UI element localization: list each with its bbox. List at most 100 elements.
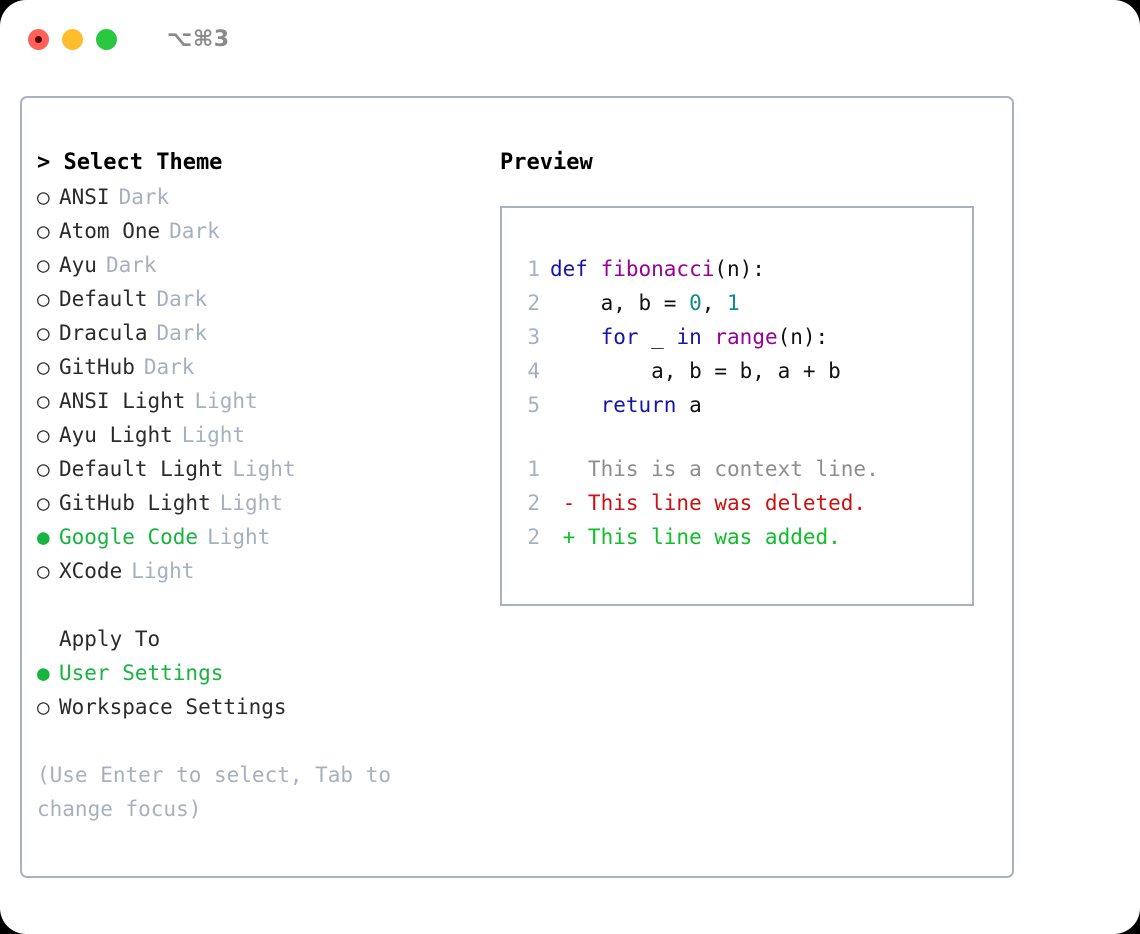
- token-pl: ,: [701, 291, 728, 315]
- window-controls: [28, 28, 117, 50]
- code-line: 4 a, b = b, a + b: [514, 354, 964, 388]
- code-text: def fibonacci(n):: [550, 252, 765, 286]
- token-fn: fibonacci: [600, 257, 715, 281]
- theme-option-label: Dracula: [59, 321, 148, 345]
- theme-option-ansi-light[interactable]: ○ ANSI Light Light: [37, 384, 497, 418]
- code-text: a, b = 0, 1: [550, 286, 740, 320]
- theme-option-atom-one[interactable]: ○ Atom One Dark: [37, 214, 497, 248]
- token-num: 0: [689, 291, 702, 315]
- code-line: 5 return a: [514, 388, 964, 422]
- line-number: 4: [527, 359, 540, 383]
- radio-unselected-icon: ○: [37, 219, 50, 243]
- theme-option-label: Ayu: [59, 253, 97, 277]
- list-spacer: [37, 588, 497, 622]
- theme-option-dracula[interactable]: ○ Dracula Dark: [37, 316, 497, 350]
- radio-unselected-icon: ○: [37, 253, 50, 277]
- radio-unselected-icon: ○: [37, 423, 50, 447]
- radio-unselected-icon: ○: [37, 321, 50, 345]
- theme-variant-badge: Light: [219, 491, 283, 515]
- radio-unselected-icon: ○: [37, 559, 50, 583]
- theme-option-default-light[interactable]: ○ Default Light Light: [37, 452, 497, 486]
- keyboard-hint: (Use Enter to select, Tab to change focu…: [37, 763, 392, 821]
- theme-option-github-light[interactable]: ○ GitHub Light Light: [37, 486, 497, 520]
- token-kw: in: [676, 325, 715, 349]
- maximize-button[interactable]: [96, 28, 117, 50]
- token-pl: (n):: [714, 257, 765, 281]
- token-pl: (n):: [777, 325, 829, 349]
- code-gap: [514, 422, 964, 452]
- theme-option-xcode[interactable]: ○ XCode Light: [37, 554, 497, 588]
- diff-snippet: 1 This is a context line. 2 - This line w…: [514, 452, 964, 554]
- diff-text: - This line was deleted.: [550, 491, 867, 515]
- theme-option-ayu[interactable]: ○ Ayu Dark: [37, 248, 497, 282]
- select-theme-heading: > Select Theme: [37, 150, 223, 175]
- title-bar: ⌥⌘3: [0, 0, 1140, 78]
- theme-option-label: ANSI Light: [59, 389, 186, 413]
- close-icon: [35, 35, 42, 43]
- diff-text: This is a context line.: [550, 457, 879, 481]
- token-kw: return: [550, 393, 690, 417]
- theme-variant-badge: Dark: [169, 219, 220, 243]
- theme-option-github[interactable]: ○ GitHub Dark: [37, 350, 497, 384]
- theme-option-label: GitHub: [59, 355, 135, 379]
- apply-to-option-workspace-settings[interactable]: ○Workspace Settings: [37, 690, 497, 724]
- code-text: a, b = b, a + b: [550, 354, 841, 388]
- line-number: 5: [527, 393, 540, 417]
- diff-line-add: 2 + This line was added.: [514, 520, 964, 554]
- theme-variant-badge: Dark: [156, 287, 208, 311]
- line-number: 2: [527, 525, 540, 549]
- theme-variant-badge: Light: [207, 525, 271, 549]
- apply-to-option-user-settings[interactable]: ● User Settings: [37, 656, 497, 690]
- token-kw: for: [550, 325, 652, 349]
- token-pl: _: [651, 325, 677, 349]
- code-line: 3 for _ in range(n):: [514, 320, 964, 354]
- theme-option-label: XCode: [59, 559, 123, 583]
- radio-selected-icon: ●: [37, 525, 50, 549]
- theme-variant-badge: Dark: [143, 355, 195, 379]
- radio-unselected-icon: ○: [37, 287, 50, 311]
- line-number: 2: [527, 291, 540, 315]
- token-pl: a, b = b, a + b: [550, 359, 841, 383]
- theme-variant-badge: Light: [131, 559, 195, 583]
- radio-unselected-icon: ○: [37, 491, 50, 515]
- theme-variant-badge: Dark: [156, 321, 208, 345]
- theme-variant-badge: Light: [181, 423, 246, 447]
- line-number: 3: [527, 325, 540, 349]
- radio-unselected-icon: ○: [37, 355, 50, 379]
- diff-line-ctx: 1 This is a context line.: [514, 452, 964, 486]
- window-title: ⌥⌘3: [167, 26, 230, 52]
- radio-unselected-icon: ○: [37, 389, 50, 413]
- apply-to-heading: Apply To: [59, 627, 161, 651]
- theme-variant-badge: Light: [194, 389, 258, 413]
- theme-variant-badge: Dark: [118, 185, 170, 209]
- apply-to-option-label: User Settings: [59, 661, 224, 685]
- minimize-button[interactable]: [62, 28, 83, 50]
- theme-option-label: Default Light: [59, 457, 224, 481]
- line-number: 1: [527, 457, 540, 481]
- preview-heading: Preview: [500, 150, 593, 175]
- line-number: 1: [527, 257, 540, 281]
- diff-text: + This line was added.: [550, 525, 841, 549]
- token-fn: range: [714, 325, 778, 349]
- close-button[interactable]: [28, 28, 49, 50]
- theme-option-label: GitHub Light: [59, 491, 211, 515]
- theme-option-label: Atom One: [59, 219, 161, 243]
- token-pl: a, b =: [550, 291, 690, 315]
- theme-variant-badge: Light: [232, 457, 296, 481]
- code-line: 1 def fibonacci(n):: [514, 252, 964, 286]
- radio-unselected-icon: ○: [37, 457, 50, 481]
- theme-variant-badge: Dark: [105, 253, 157, 277]
- radio-unselected-icon: ○: [37, 695, 50, 719]
- radio-selected-icon: ●: [37, 661, 50, 685]
